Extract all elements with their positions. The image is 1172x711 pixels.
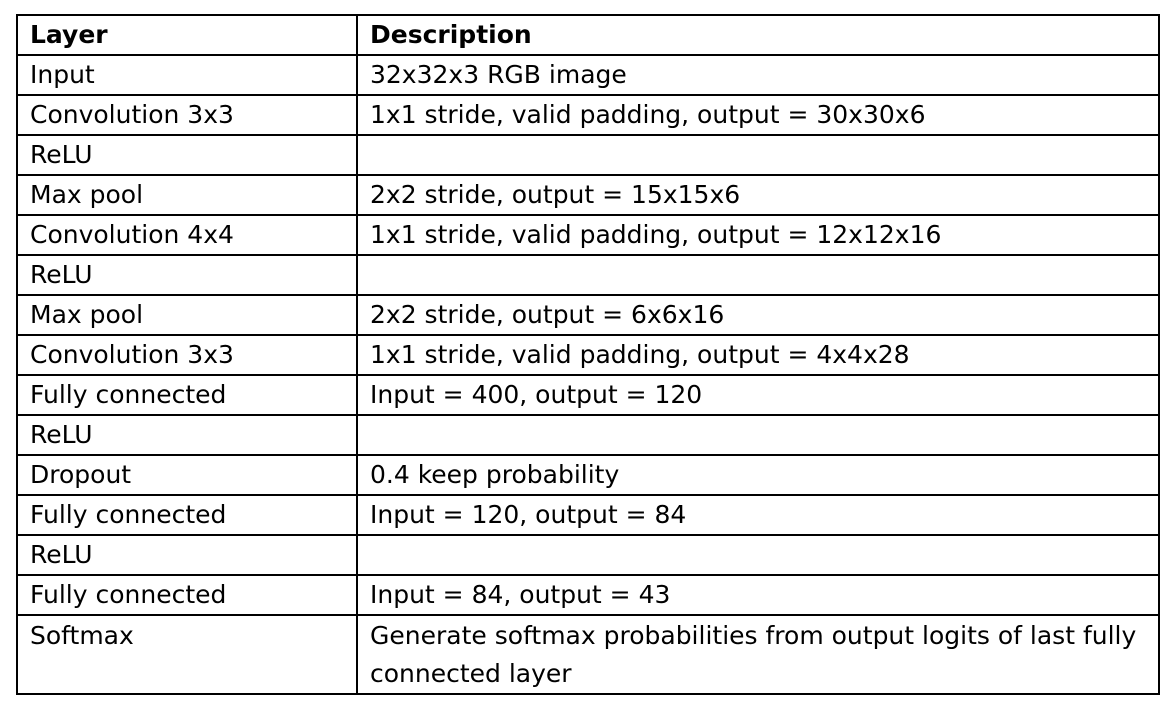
header-layer: Layer xyxy=(16,14,358,56)
table-row: Max pool 2x2 stride, output = 15x15x6 xyxy=(16,174,1160,216)
description-cell: Generate softmax probabilities from outp… xyxy=(356,614,1160,695)
description-cell xyxy=(356,134,1160,176)
description-cell xyxy=(356,414,1160,456)
layer-table: Layer Description Input 32x32x3 RGB imag… xyxy=(16,14,1160,695)
layer-cell: Input xyxy=(16,54,358,96)
description-cell: 2x2 stride, output = 6x6x16 xyxy=(356,294,1160,336)
description-cell xyxy=(356,534,1160,576)
table-row: Fully connected Input = 400, output = 12… xyxy=(16,374,1160,416)
description-cell: 1x1 stride, valid padding, output = 30x3… xyxy=(356,94,1160,136)
description-cell: Input = 400, output = 120 xyxy=(356,374,1160,416)
table-row: Convolution 3x3 1x1 stride, valid paddin… xyxy=(16,334,1160,376)
layer-cell: ReLU xyxy=(16,534,358,576)
table-row: Softmax Generate softmax probabilities f… xyxy=(16,614,1160,695)
layer-cell: Dropout xyxy=(16,454,358,496)
table-row: Convolution 4x4 1x1 stride, valid paddin… xyxy=(16,214,1160,256)
layer-cell: Convolution 3x3 xyxy=(16,94,358,136)
description-cell: 2x2 stride, output = 15x15x6 xyxy=(356,174,1160,216)
table-row: Fully connected Input = 120, output = 84 xyxy=(16,494,1160,536)
layer-cell: Convolution 3x3 xyxy=(16,334,358,376)
layer-cell: Max pool xyxy=(16,174,358,216)
description-cell: 1x1 stride, valid padding, output = 4x4x… xyxy=(356,334,1160,376)
layer-cell: Fully connected xyxy=(16,574,358,616)
description-cell: 32x32x3 RGB image xyxy=(356,54,1160,96)
table-row: Input 32x32x3 RGB image xyxy=(16,54,1160,96)
description-cell xyxy=(356,254,1160,296)
layer-cell: Fully connected xyxy=(16,494,358,536)
table-row: Max pool 2x2 stride, output = 6x6x16 xyxy=(16,294,1160,336)
table-row: ReLU xyxy=(16,254,1160,296)
description-cell: Input = 84, output = 43 xyxy=(356,574,1160,616)
table-row: ReLU xyxy=(16,134,1160,176)
table-row: Fully connected Input = 84, output = 43 xyxy=(16,574,1160,616)
layer-cell: Fully connected xyxy=(16,374,358,416)
layer-cell: Convolution 4x4 xyxy=(16,214,358,256)
layer-cell: Softmax xyxy=(16,614,358,695)
table-row: ReLU xyxy=(16,414,1160,456)
layer-cell: ReLU xyxy=(16,134,358,176)
description-cell: 1x1 stride, valid padding, output = 12x1… xyxy=(356,214,1160,256)
description-cell: Input = 120, output = 84 xyxy=(356,494,1160,536)
header-description: Description xyxy=(356,14,1160,56)
description-cell: 0.4 keep probability xyxy=(356,454,1160,496)
header-row: Layer Description xyxy=(16,14,1160,56)
layer-cell: Max pool xyxy=(16,294,358,336)
table-row: ReLU xyxy=(16,534,1160,576)
table-row: Convolution 3x3 1x1 stride, valid paddin… xyxy=(16,94,1160,136)
table-row: Dropout 0.4 keep probability xyxy=(16,454,1160,496)
layer-cell: ReLU xyxy=(16,414,358,456)
layer-cell: ReLU xyxy=(16,254,358,296)
